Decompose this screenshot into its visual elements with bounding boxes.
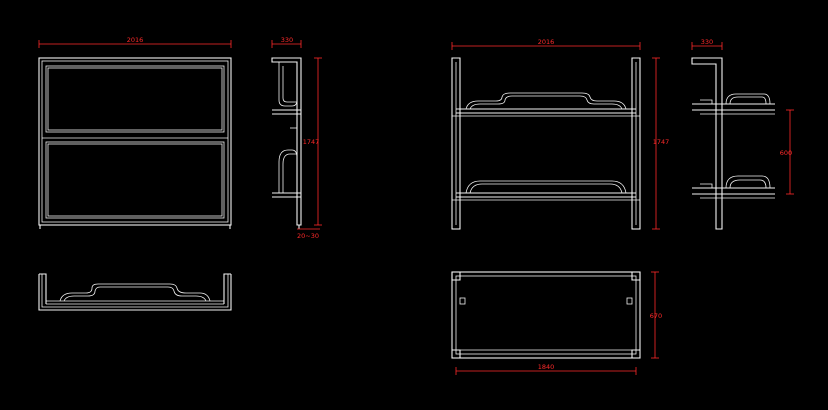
- dim-label-front-open-height: 1747: [653, 138, 670, 146]
- side-view-open: [691, 57, 775, 230]
- dim-label-side-closed-height: 1747: [303, 138, 320, 146]
- dim-label-side-open-depth: 330: [701, 38, 713, 46]
- dim-label-plan-depth: 670: [650, 312, 662, 320]
- plan-view-closed: [38, 273, 232, 311]
- dimension-plan-depth: 670: [650, 271, 662, 359]
- front-view-open: [451, 57, 641, 230]
- side-view-closed: [271, 57, 302, 229]
- dimension-side-closed-height: 1747: [303, 57, 322, 226]
- dim-label-side-open-spacing: 600: [780, 149, 792, 157]
- front-view-closed: [38, 57, 232, 229]
- dimension-front-open-height: 1747: [652, 57, 670, 230]
- dimension-plan-length: 1840: [455, 363, 637, 375]
- dimension-side-open-depth: 330: [691, 38, 723, 50]
- dim-label-front-open-width: 2016: [538, 38, 555, 46]
- dimension-front-closed-width: 2016: [38, 36, 232, 48]
- dim-label-side-closed-gap: 20~30: [297, 232, 319, 240]
- dimension-front-open-width: 2016: [451, 38, 641, 50]
- dim-label-front-closed-width: 2016: [127, 36, 144, 44]
- dimension-side-closed-gap: 20~30: [297, 228, 320, 240]
- dimension-side-open-spacing: 600: [780, 109, 794, 195]
- dim-label-plan-length: 1840: [538, 363, 555, 371]
- plan-view-open: [451, 271, 641, 359]
- dim-label-side-closed-depth: 330: [281, 36, 293, 44]
- dimension-side-closed-depth: 330: [271, 36, 302, 48]
